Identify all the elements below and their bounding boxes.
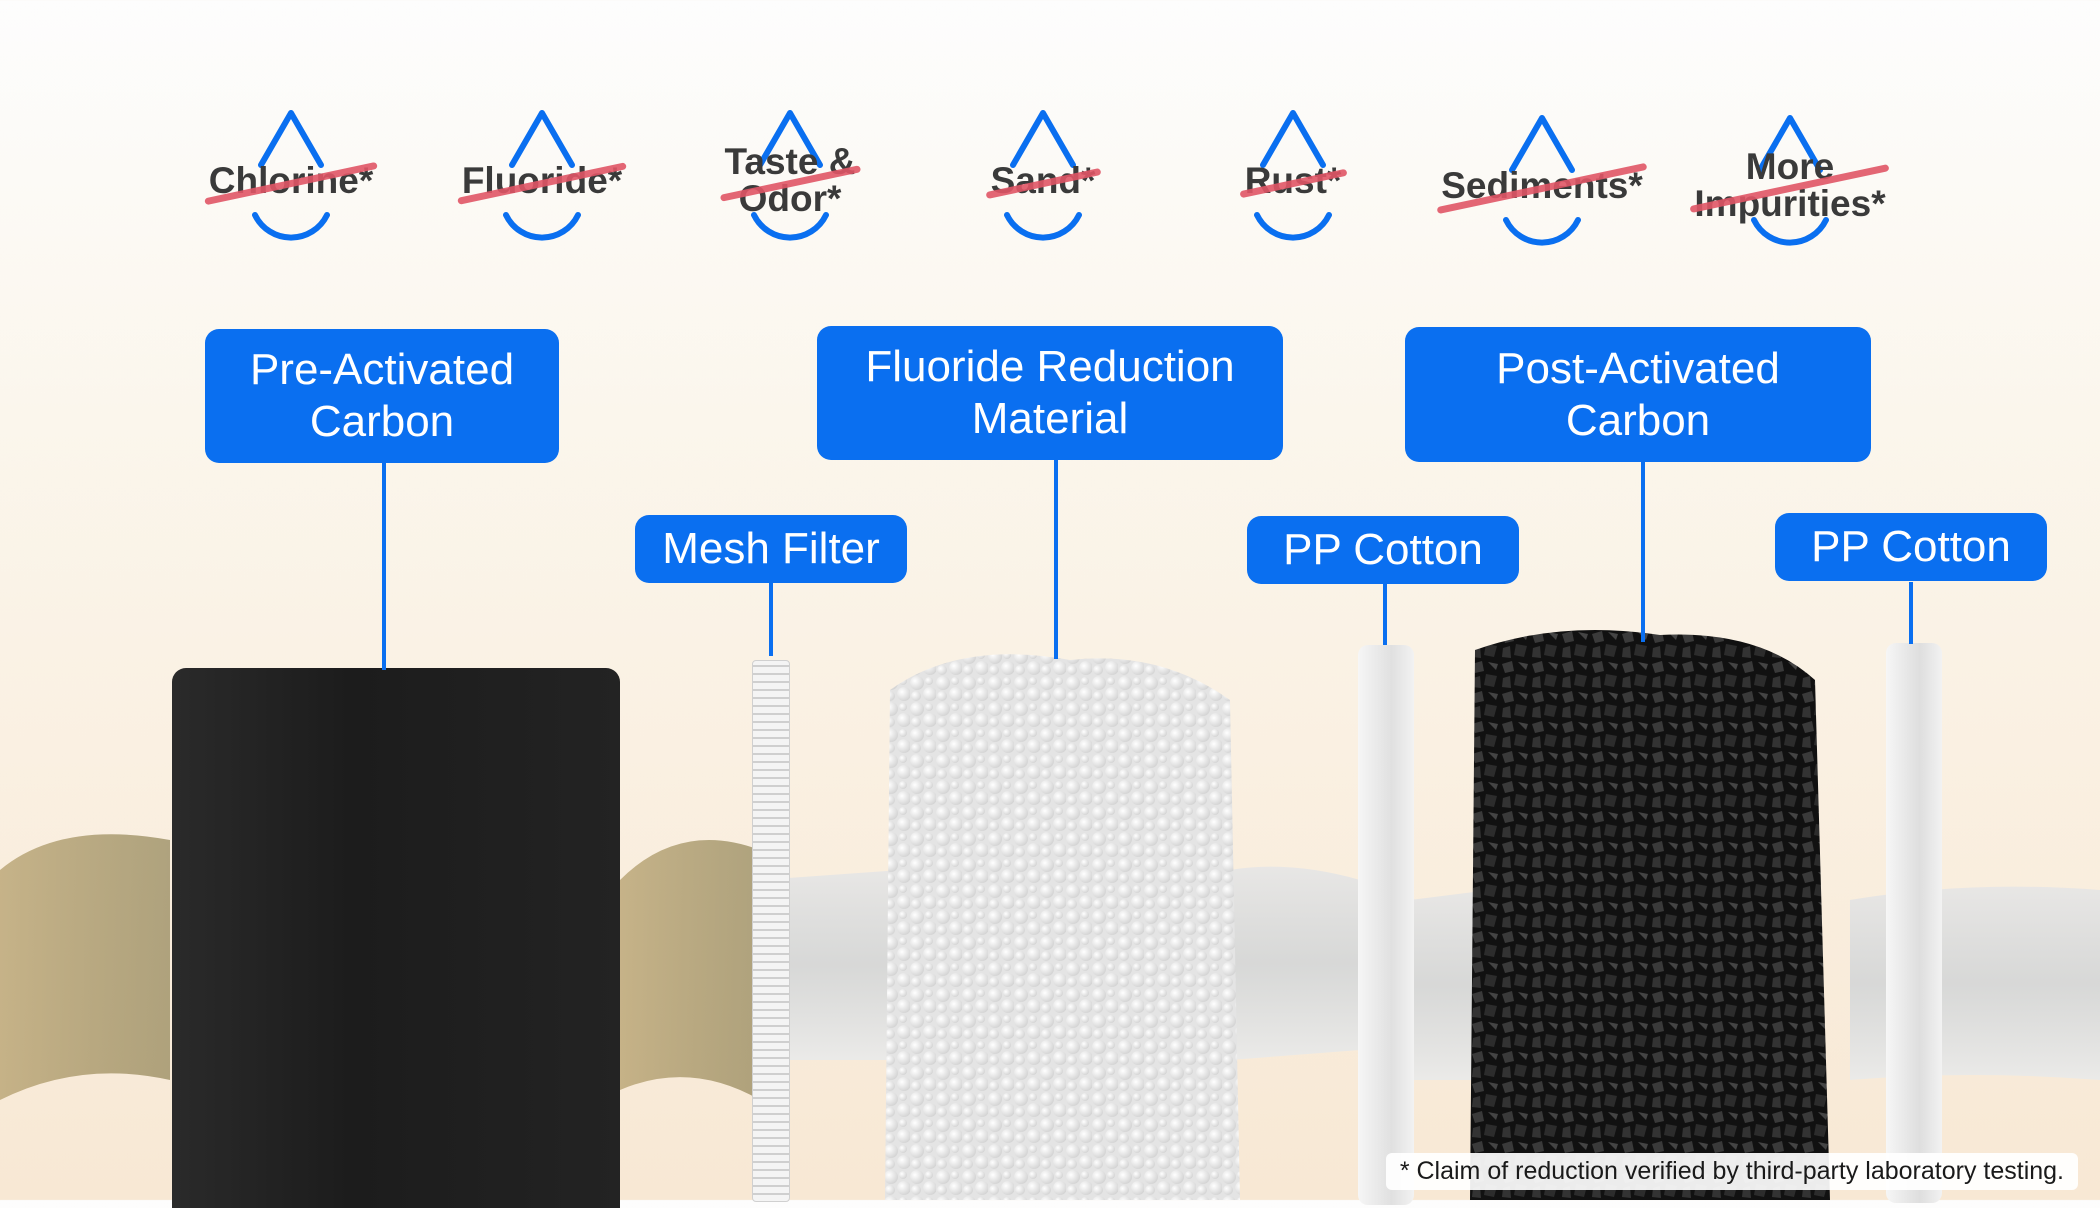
leader-fluoride-reduction [1054,459,1058,659]
contaminant-rust: Rust* [1168,105,1418,255]
contaminant-taste-odor: Taste & Odor* [665,105,915,255]
contaminant-sand: Sand* [918,105,1168,255]
label-pp-cotton-2: PP Cotton [1775,513,2047,581]
label-pre-activated-carbon: Pre-Activated Carbon [205,329,559,463]
footnote: * Claim of reduction verified by third-p… [1385,1153,2078,1190]
leader-pp-cotton-1 [1383,583,1387,645]
water-drop-icon [1503,115,1581,246]
label-fluoride-reduction: Fluoride Reduction Material [817,326,1283,460]
water-drop-icon [1254,110,1332,241]
pp-cotton-disc-2 [1886,643,1942,1203]
contaminant-fluoride: Fluoride* [417,105,667,255]
water-drop-icon [503,110,581,241]
water-drop-icon [1751,115,1829,246]
leader-pre-activated-carbon [382,462,386,670]
label-mesh-filter: Mesh Filter [635,515,907,583]
pre-activated-carbon-block [172,668,620,1208]
contaminant-sediments: Sediments* [1417,110,1667,260]
pp-cotton-disc-1 [1358,645,1414,1205]
contaminant-more-impurities: More Impurities* [1665,110,1915,260]
water-drop-icon [751,110,829,241]
contaminant-chlorine: Chlorine* [166,105,416,255]
leader-mesh-filter [769,582,773,656]
leader-pp-cotton-2 [1909,582,1913,644]
label-pp-cotton-1: PP Cotton [1247,516,1519,584]
water-drop-icon [1004,110,1082,241]
water-drop-icon [252,110,330,241]
label-post-activated-carbon: Post-Activated Carbon [1405,327,1871,462]
mesh-filter-disc [752,660,790,1202]
leader-post-activated-carbon [1641,462,1645,642]
